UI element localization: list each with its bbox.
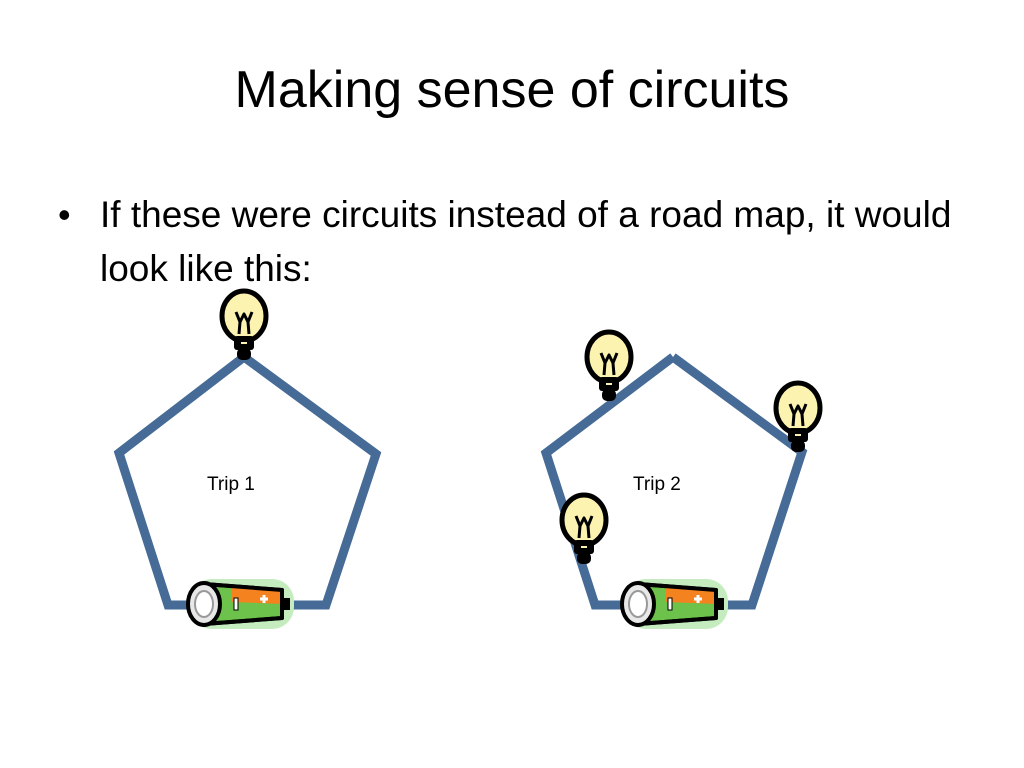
bullet-item: • If these were circuits instead of a ro… [58,188,978,296]
bullet-list: • If these were circuits instead of a ro… [58,188,978,296]
battery-icon [620,577,730,631]
slide-title: Making sense of circuits [234,61,790,119]
bullet-marker: • [58,194,71,235]
lightbulb-icon [222,291,266,360]
circuit-trip-2: Trip 2 [540,332,820,631]
bullet-text: If these were circuits instead of a road… [100,194,952,289]
battery-icon [186,577,296,631]
lightbulb-icon [562,495,606,564]
trip-1-label: Trip 1 [207,474,255,495]
trip-2-label: Trip 2 [633,474,681,495]
circuit-trip-1: Trip 1 [113,291,382,631]
